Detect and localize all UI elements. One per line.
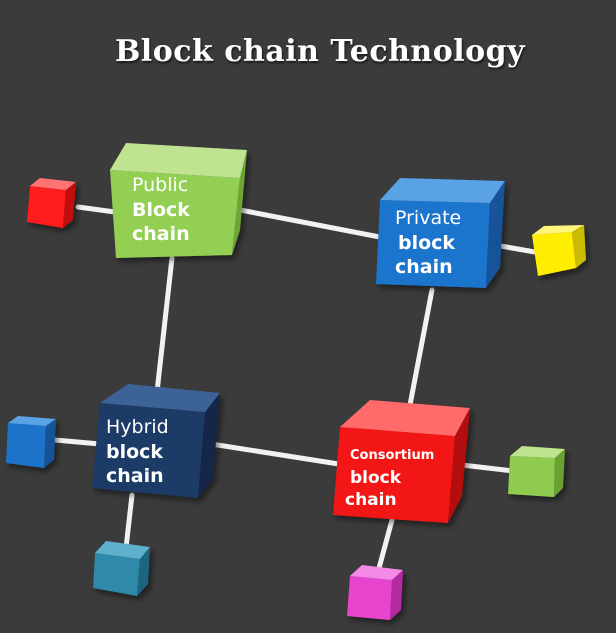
connector-private-yellow	[492, 242, 538, 255]
connector-consortium-magenta	[375, 517, 395, 575]
satellite-cube-blue	[6, 416, 56, 468]
diagram-title: Block chain Technology	[114, 34, 526, 69]
connector-blue-hybrid	[52, 437, 103, 447]
node-hybrid-line1: Hybrid	[106, 416, 169, 438]
node-public-line1: Public	[132, 174, 189, 196]
satellite-cube-red	[27, 178, 76, 228]
node-private-line1: Private	[395, 207, 462, 229]
cube-public	[110, 143, 247, 258]
cube-hybrid	[92, 384, 220, 498]
connector-private-consortium	[407, 287, 435, 408]
cube-consortium	[333, 400, 470, 523]
connector-hybrid-consortium	[202, 440, 348, 468]
connector-public-hybrid	[154, 255, 175, 395]
satellite-cube-magenta	[347, 565, 403, 620]
satellite-cube-yellow	[532, 225, 586, 276]
node-public-label: Public Block chain	[132, 173, 190, 247]
node-hybrid-line2: block	[106, 440, 164, 463]
node-hybrid-line3: chain	[106, 465, 164, 488]
connector-public-private	[227, 205, 388, 241]
node-private-line2: block	[398, 231, 456, 254]
node-public-line2: Block	[132, 198, 190, 221]
connector-red-public	[75, 204, 118, 215]
node-hybrid-label: Hybrid block chain	[106, 415, 169, 489]
node-consortium-label: Consortium block chain	[345, 448, 435, 511]
connector-consortium-green	[459, 462, 516, 474]
satellite-cube-green	[508, 446, 565, 497]
node-consortium-line1: Consortium	[350, 448, 435, 463]
satellite-cube-teal	[93, 541, 150, 596]
node-public-line3: chain	[132, 223, 190, 246]
cube-private	[376, 178, 505, 288]
node-consortium-line2: block	[350, 467, 402, 488]
node-private-line3: chain	[395, 256, 453, 279]
connector-hybrid-teal	[123, 492, 135, 551]
node-consortium-line3: chain	[345, 489, 397, 510]
node-private-label: Private block chain	[395, 206, 461, 280]
